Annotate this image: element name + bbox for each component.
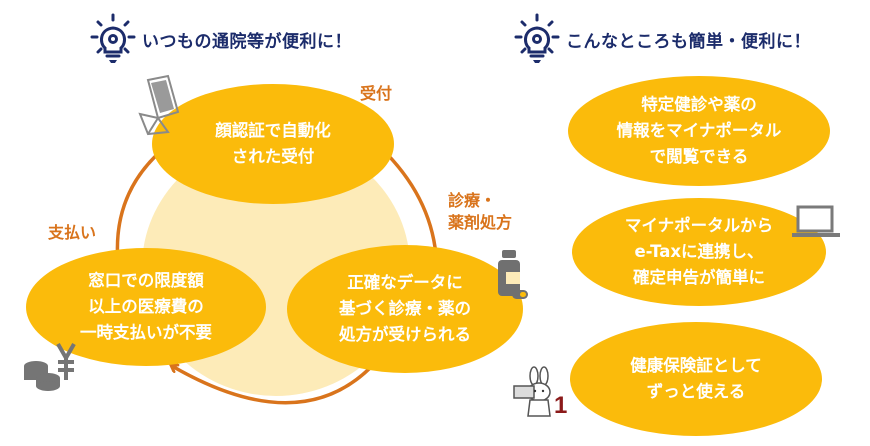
right-heading: こんなところも簡単・便利に！ [512, 12, 811, 66]
treatment-line-2: 基づく診療・薬の [339, 299, 471, 318]
checkup-line-2: 情報をマイナポータル [616, 121, 782, 140]
etax-line-1: マイナポータルから [624, 216, 774, 235]
medicine-bottle-icon [498, 250, 528, 299]
cycle-treatment-ellipse: 正確なデータに 基づく診療・薬の 処方が受けられる [287, 245, 523, 373]
treatment-line-3: 処方が受けられる [339, 325, 471, 344]
reception-line-2: された受付 [231, 147, 315, 166]
cycle-payment-ellipse: 窓口での限度額 以上の医療費の 一時支払いが不要 [26, 248, 266, 366]
right-heading-text: こんなところも簡単・便利に！ [566, 31, 811, 52]
payment-line-2: 以上の医療費の [88, 297, 204, 316]
mascot-badge-number: 1 [554, 392, 568, 419]
insurance-line-2: ずっと使える [646, 382, 746, 401]
lightbulb-gear-icon [90, 13, 136, 63]
checkup-line-3: で閲覧できる [649, 147, 749, 166]
etax-line-3: 確定申告が簡単に [632, 268, 765, 287]
insurance-line-1: 健康保険証として [630, 356, 762, 375]
feature-ellipse-checkup-info: 特定健診や薬の 情報をマイナポータル で閲覧できる [568, 76, 830, 186]
laptop-icon [792, 205, 840, 237]
feature-ellipse-insurance-card: 健康保険証として ずっと使える [570, 322, 822, 436]
left-heading-text: いつもの通院等が便利に！ [142, 31, 352, 52]
stage-label-payment: 支払い [48, 223, 97, 242]
feature-ellipse-etax: マイナポータルから e-Taxに連携し、 確定申告が簡単に [572, 198, 826, 306]
stage-label-treatment: 診療・ 薬剤処方 [448, 190, 512, 234]
payment-line-3: 一時支払いが不要 [80, 323, 212, 342]
lightbulb-gear-icon [514, 13, 560, 63]
checkup-line-1: 特定健診や薬の [641, 95, 757, 114]
stage-label-treatment-line-1: 診療・ [448, 191, 497, 210]
arrow-reception-to-treatment [378, 145, 436, 255]
cycle-reception-ellipse: 顔認証で自動化 された受付 [152, 84, 394, 204]
stage-label-reception: 受付 [360, 84, 393, 103]
treatment-line-1: 正確なデータに [347, 273, 463, 292]
payment-line-1: 窓口での限度額 [88, 271, 204, 290]
left-heading: いつもの通院等が便利に！ [88, 12, 352, 66]
reception-line-1: 顔認証で自動化 [215, 121, 331, 140]
arrow-treatment-to-payment [172, 365, 375, 405]
face-recognition-tablet-icon [138, 74, 180, 136]
stage-label-treatment-line-2: 薬剤処方 [448, 213, 513, 232]
etax-line-2: e-Taxに連携し、 [634, 242, 764, 261]
mascot-rabbit-card-icon: 1 [512, 366, 570, 422]
yen-coins-icon [24, 343, 76, 391]
